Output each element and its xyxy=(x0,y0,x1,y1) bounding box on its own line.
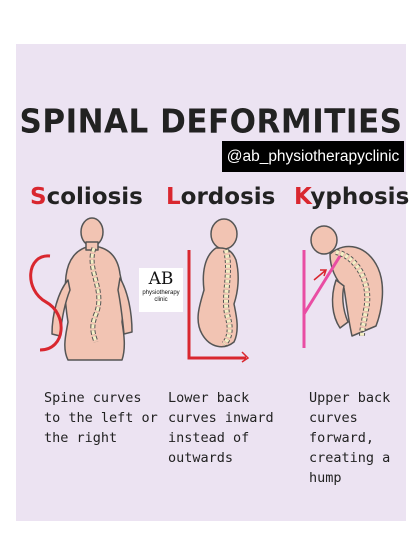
lordosis-curve-line xyxy=(187,250,246,360)
kyphosis-initial: K xyxy=(294,184,311,210)
lordosis-initial: L xyxy=(166,184,181,210)
page-title: SPINAL DEFORMITIES xyxy=(19,103,403,141)
lordosis-illustration xyxy=(187,218,250,363)
lordosis-description: Lower back curves inward instead of outw… xyxy=(168,390,274,466)
kyphosis-heading: Kyphosis xyxy=(294,184,409,210)
kyphosis-curve-line xyxy=(302,250,342,348)
scoliosis-illustration xyxy=(29,217,133,361)
scoliosis-heading: Scoliosis xyxy=(30,184,143,210)
scoliosis-curve-line xyxy=(29,254,63,352)
logo-mark: AB xyxy=(148,269,174,289)
lordosis-heading: Lordosis xyxy=(166,184,275,210)
kyphosis-body xyxy=(310,225,384,337)
kyphosis-rest: yphosis xyxy=(310,184,410,210)
kyphosis-illustration xyxy=(302,225,384,348)
scoliosis-body xyxy=(51,217,133,361)
scoliosis-description: Spine curves to the left or the right xyxy=(44,390,158,446)
logo-line-2: clinic xyxy=(154,297,168,303)
scoliosis-rest: coliosis xyxy=(46,184,143,210)
logo-line-1: physiotherapy xyxy=(142,290,180,296)
lordosis-body xyxy=(197,218,239,348)
clinic-logo: AB physiotherapy clinic xyxy=(139,268,183,312)
lordosis-rest: ordosis xyxy=(180,184,276,210)
kyphosis-arrow xyxy=(313,269,328,281)
kyphosis-description: Upper back curves forward, creating a hu… xyxy=(309,390,391,486)
social-handle-badge: @ab_physiotherapyclinic xyxy=(222,141,404,172)
scoliosis-initial: S xyxy=(30,184,47,210)
